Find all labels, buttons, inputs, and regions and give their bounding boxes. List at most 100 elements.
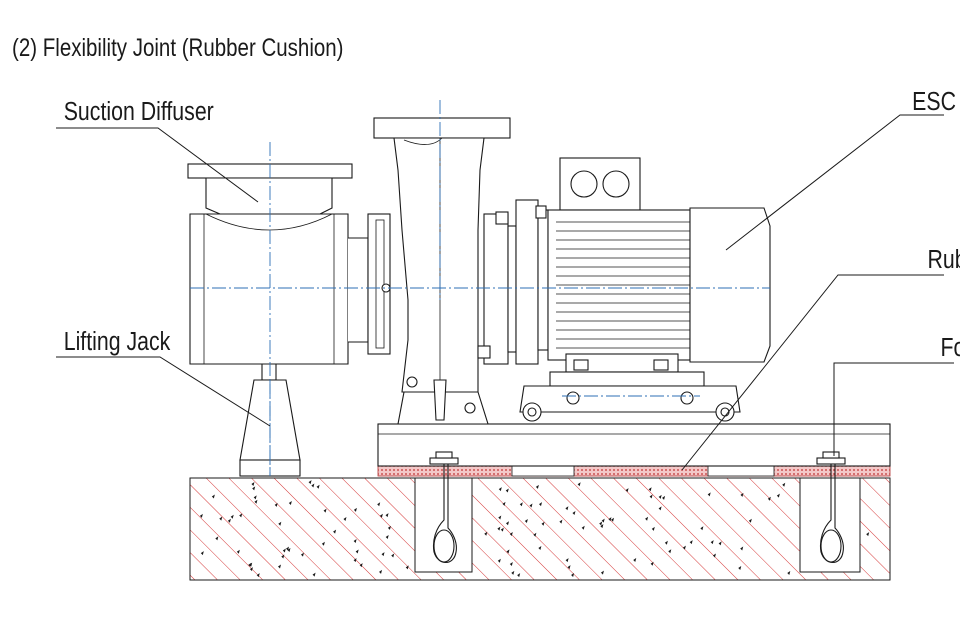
aggregate-dot xyxy=(498,515,502,520)
rubber-cushion-layer xyxy=(377,465,891,477)
aggregate-dot xyxy=(251,481,255,486)
aggregate-dot xyxy=(484,531,488,536)
diagram-title: (2) Flexibility Joint (Rubber Cushion) xyxy=(12,33,344,61)
aggregate-dot xyxy=(391,553,395,558)
aggregate-dot xyxy=(787,571,791,576)
aggregate-dot xyxy=(740,492,744,497)
aggregate-dot xyxy=(571,573,575,578)
aggregate-dot xyxy=(236,549,240,554)
motor xyxy=(547,157,771,373)
aggregate-dot xyxy=(343,516,347,521)
suction-diffuser xyxy=(187,163,369,365)
aggregate-dot xyxy=(249,567,253,572)
aggregate-dot xyxy=(308,480,312,485)
label-esc-series-pump: ESC Series Pump xyxy=(912,87,960,117)
aggregate-dot xyxy=(658,506,662,511)
foundation-bolt-left xyxy=(429,451,459,564)
aggregate-dot xyxy=(353,539,357,544)
aggregate-dot xyxy=(700,526,704,531)
aggregate-dot xyxy=(200,551,204,556)
aggregate-dot xyxy=(519,502,523,507)
aggregate-dot xyxy=(658,494,662,499)
aggregate-dot xyxy=(405,565,409,570)
aggregate-dot xyxy=(287,548,291,553)
aggregate-dot xyxy=(541,521,545,526)
aggregate-dot xyxy=(353,507,357,512)
aggregate-dot xyxy=(710,540,714,545)
concrete-foundation xyxy=(189,477,891,581)
aggregate-dot xyxy=(664,540,668,545)
aggregate-dot xyxy=(502,501,506,506)
aggregate-dot xyxy=(782,482,786,487)
aggregate-dot xyxy=(239,513,243,518)
aggregate-dot xyxy=(281,554,285,559)
aggregate-dot xyxy=(497,526,501,531)
aggregate-dot xyxy=(230,514,234,519)
aggregate-dot xyxy=(252,486,256,491)
aggregate-dot xyxy=(577,482,581,487)
aggregate-dot xyxy=(601,518,605,523)
aggregate-dot xyxy=(253,495,257,500)
aggregate-dot xyxy=(608,517,612,522)
aggregate-dot xyxy=(385,513,389,518)
aggregate-dot xyxy=(600,570,604,575)
aggregate-dot xyxy=(511,570,515,575)
aggregate-dot xyxy=(377,502,381,507)
aggregate-dot xyxy=(572,511,576,516)
aggregate-dot xyxy=(323,508,327,513)
aggregate-dot xyxy=(288,501,292,506)
aggregate-dot xyxy=(648,487,652,492)
aggregate-dot xyxy=(689,540,693,545)
aggregate-dot xyxy=(538,546,542,551)
aggregate-dot xyxy=(379,569,383,574)
aggregate-dot xyxy=(565,506,569,511)
label-foundation-bolt: Foundation Bolt xyxy=(940,333,960,363)
aggregate-dot xyxy=(645,516,649,521)
aggregate-dot xyxy=(651,526,655,531)
aggregate-dot xyxy=(625,488,629,493)
aggregate-dot xyxy=(278,521,282,526)
label-suction-diffuser: Suction Diffuser xyxy=(64,97,214,127)
aggregate-dot xyxy=(387,525,391,530)
aggregate-dot xyxy=(300,552,304,557)
aggregate-dot xyxy=(355,549,359,554)
center-lines xyxy=(190,100,770,476)
aggregate-dot xyxy=(282,548,286,553)
pump-casing xyxy=(373,117,511,425)
aggregate-dot xyxy=(718,541,722,546)
aggregate-dot xyxy=(199,513,203,518)
aggregate-dot xyxy=(740,546,744,551)
aggregate-dot xyxy=(738,565,742,570)
aggregate-dot xyxy=(682,545,686,550)
suction-flange xyxy=(367,213,391,355)
aggregate-dot xyxy=(285,546,289,551)
aggregate-dot xyxy=(219,516,223,521)
aggregate-dot xyxy=(650,561,654,566)
aggregate-dot xyxy=(256,573,260,578)
aggregate-dot xyxy=(277,564,281,569)
aggregate-dot xyxy=(227,518,231,523)
aggregate-dot xyxy=(254,499,258,504)
aggregate-dot xyxy=(524,518,528,523)
aggregate-dot xyxy=(316,484,320,489)
aggregate-dot xyxy=(333,529,337,534)
aggregate-dot xyxy=(529,503,533,508)
aggregate-dot xyxy=(506,549,510,554)
aggregate-dot xyxy=(539,502,543,507)
aggregate-dot xyxy=(381,552,385,557)
aggregate-dot xyxy=(385,535,389,540)
aggregate-dot xyxy=(599,521,603,526)
aggregate-dot xyxy=(712,553,716,558)
aggregate-dot xyxy=(497,558,501,563)
aggregate-dot xyxy=(215,536,219,541)
aggregate-dot xyxy=(748,518,752,523)
foundation-bolt-right xyxy=(816,451,846,564)
aggregate-dot xyxy=(633,557,637,562)
aggregate-dot xyxy=(509,532,513,537)
aggregate-dot xyxy=(509,561,513,566)
aggregate-dot xyxy=(353,558,357,563)
aggregate-dot xyxy=(866,532,870,537)
label-rubber-cushion: Rubber Cushion xyxy=(927,245,960,275)
aggregate-dot xyxy=(211,494,215,499)
aggregate-dot xyxy=(707,492,711,497)
